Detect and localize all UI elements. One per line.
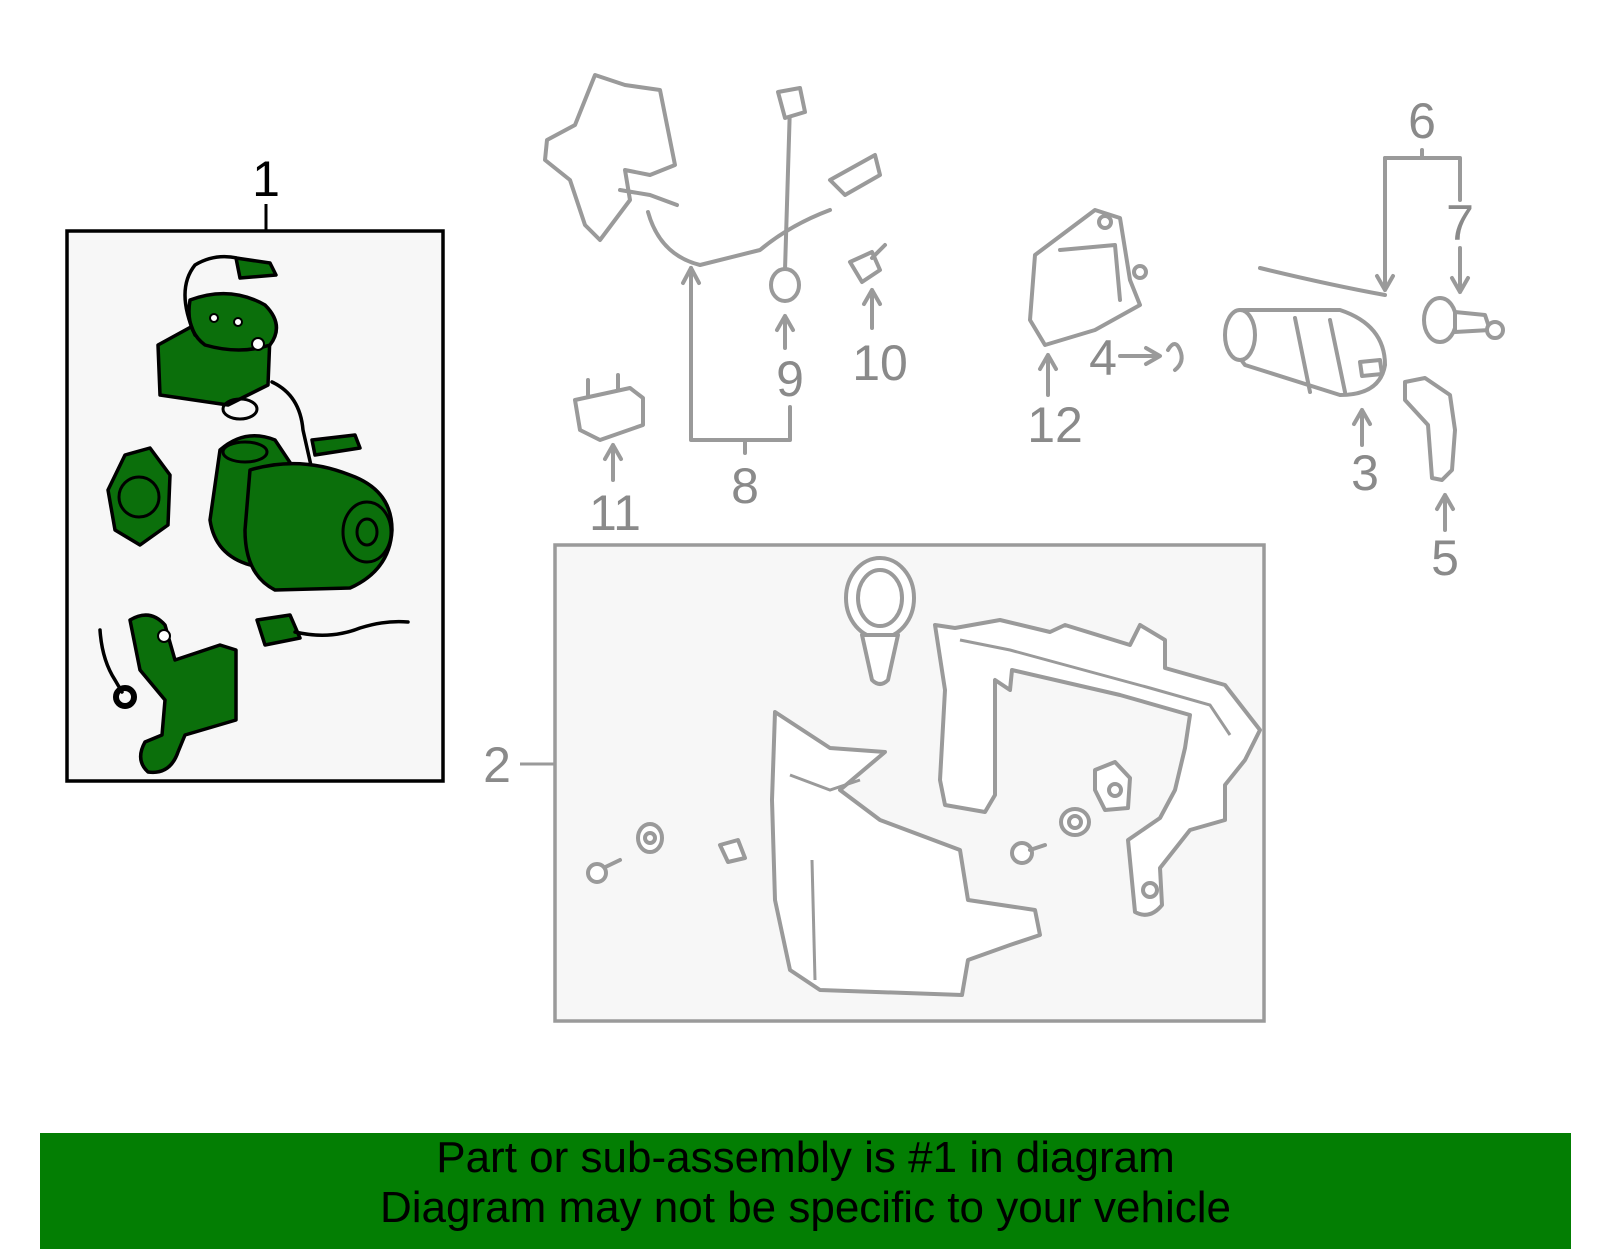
part-12-mount[interactable]: 12 (1027, 208, 1148, 453)
compressor-motor (208, 434, 394, 592)
part-10-fitting[interactable]: 10 (848, 243, 908, 391)
ring-mount (844, 556, 916, 686)
air-hose (270, 380, 314, 472)
part-2-assembly[interactable]: 2 (483, 543, 1266, 1023)
callout-2: 2 (483, 737, 511, 793)
callout-9: 9 (776, 351, 804, 407)
callout-3: 3 (1351, 445, 1379, 501)
mounting-bracket (128, 613, 238, 775)
o-ring (221, 397, 259, 421)
splash-shield (770, 710, 1042, 997)
banner-line-1: Part or sub-assembly is #1 in diagram (436, 1133, 1175, 1182)
part-4-clip[interactable]: 4 (1089, 330, 1184, 386)
part-11-relay[interactable]: 11 (573, 373, 645, 541)
info-banner: Part or sub-assembly is #1 in diagram Di… (40, 1133, 1571, 1249)
callout-12: 12 (1027, 397, 1083, 453)
part-8-harness-group[interactable]: 8 (543, 73, 882, 514)
part-7-valve[interactable]: 7 (1422, 195, 1505, 344)
wire-harness (255, 613, 410, 647)
callout-5: 5 (1431, 530, 1459, 586)
banner-line-2: Diagram may not be specific to your vehi… (379, 1183, 1232, 1232)
callout-7: 7 (1446, 195, 1474, 251)
part-6-tube[interactable]: 6 (1258, 93, 1462, 297)
part-5-bracket[interactable]: 5 (1403, 376, 1459, 586)
callout-8: 8 (731, 458, 759, 514)
part-9-rod[interactable]: 9 (769, 86, 807, 407)
callout-11: 11 (589, 485, 641, 541)
callout-6: 6 (1408, 93, 1436, 149)
compressor-upper-module (156, 255, 279, 407)
callout-10: 10 (852, 335, 908, 391)
frame-bracket (933, 618, 1262, 917)
bolt-fasteners (586, 807, 1091, 884)
callout-4: 4 (1089, 330, 1117, 386)
callout-1: 1 (252, 151, 280, 207)
part-1-assembly[interactable]: 1 (65, 151, 445, 783)
cover-plate (106, 446, 172, 547)
ground-wire (98, 628, 124, 694)
part-3-dryer[interactable]: 3 (1223, 308, 1387, 501)
